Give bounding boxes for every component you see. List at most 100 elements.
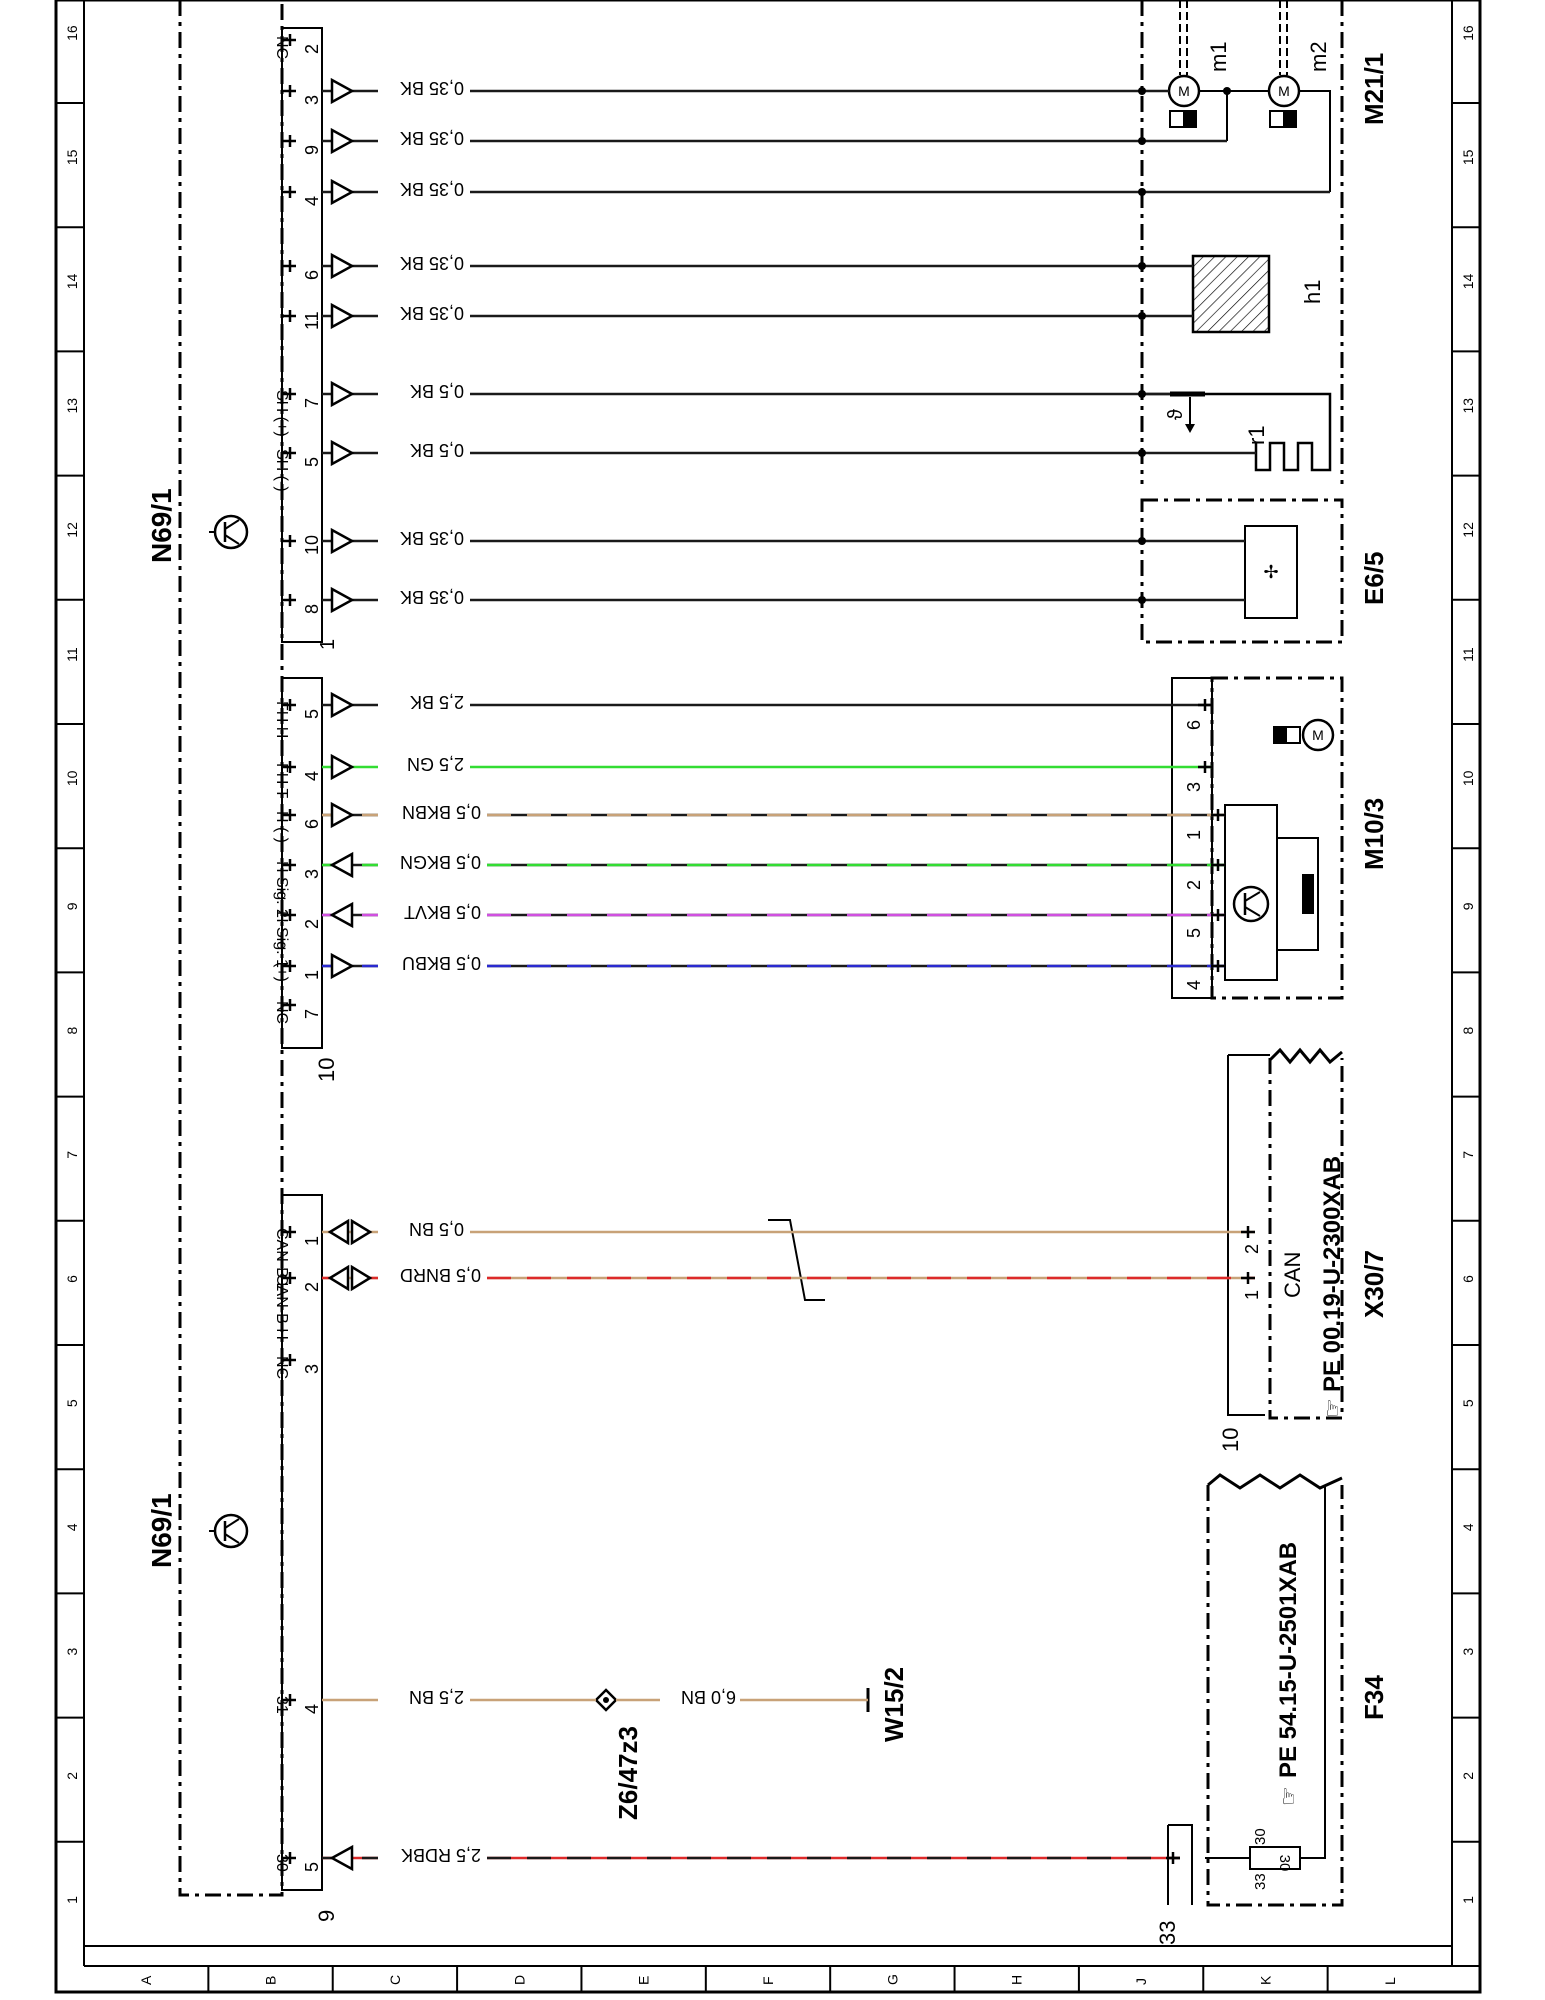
- column-label-right: 16: [1460, 25, 1476, 41]
- pin-number: 1: [302, 1236, 322, 1246]
- column-label-right: 10: [1460, 770, 1476, 786]
- wire-label: 0,35 BK: [400, 587, 464, 607]
- column-label-right: 4: [1460, 1523, 1476, 1531]
- connector-block-top: [281, 27, 323, 643]
- wire-arrow-icon: [329, 1844, 354, 1872]
- column-label-left: 4: [64, 1523, 80, 1531]
- wire-arrow-icon: [330, 527, 355, 555]
- m10-coil: [1302, 874, 1314, 914]
- pin-signal: NC: [273, 1356, 290, 1379]
- component-label-m2: m2: [1306, 41, 1331, 72]
- motor-icon-m1: M: [1167, 74, 1201, 108]
- component-label-f34: F34: [1359, 1675, 1389, 1720]
- pin-number: 4: [302, 771, 322, 781]
- m10-pin-4: 4: [1184, 980, 1204, 990]
- wire-junction: [1138, 596, 1146, 604]
- pin-number: 4: [302, 196, 322, 206]
- x30-can-label: CAN: [1280, 1252, 1305, 1298]
- lamp-icon: ✢: [1263, 562, 1278, 582]
- e6-outline: [1140, 498, 1344, 644]
- wire-label: 0,35 BK: [400, 303, 464, 323]
- pointer-icon-f34: ☞: [1276, 1786, 1301, 1806]
- motor-icon-m2: M: [1267, 74, 1301, 108]
- pin-number: 11: [302, 311, 322, 330]
- column-label-left: 11: [64, 647, 80, 662]
- column-label-left: 2: [64, 1772, 80, 1780]
- column-label-right: 3: [1460, 1648, 1476, 1656]
- column-label-left: 10: [64, 770, 80, 786]
- column-label-right: 2: [1460, 1772, 1476, 1780]
- wire-label: 0,5 BK: [410, 381, 464, 401]
- pin-signal: 31: [273, 1696, 290, 1714]
- r1-arrow-head: [1185, 424, 1195, 433]
- wire-arrow-icon: [330, 127, 355, 155]
- pin-number: 7: [302, 398, 322, 408]
- connector-block-mid: [281, 677, 323, 1049]
- wire-arrow-icon: [330, 586, 355, 614]
- pin-number: 5: [302, 1862, 322, 1872]
- column-label-right: 15: [1460, 149, 1476, 165]
- row-label: B: [263, 1976, 279, 1985]
- component-label-n69-bottom: N69/1: [146, 1493, 177, 1568]
- row-label: A: [138, 1975, 154, 1985]
- wire-junction: [1138, 188, 1146, 196]
- row-label: E: [636, 1976, 652, 1985]
- wire-arrow-icon: [350, 1218, 373, 1246]
- column-label-left: 7: [64, 1151, 80, 1159]
- transistor-icon-m10: [1232, 885, 1270, 923]
- pin-number: 8: [302, 604, 322, 614]
- wire-label: 0,35 BK: [400, 179, 464, 199]
- m10-outline: [1210, 676, 1344, 1000]
- pin-signal: SH (+): [273, 390, 290, 437]
- f34-fuse-wire: [1205, 1485, 1326, 1859]
- pin-number: 10: [302, 535, 322, 555]
- wire-label: 0,5 BNRD: [400, 1265, 481, 1285]
- m10-pin-5: 5: [1184, 928, 1204, 938]
- wire-arrow-icon: [330, 178, 355, 206]
- f34-pin-33: 33: [1252, 1873, 1269, 1890]
- wire-label: 0,5 BKBN: [402, 802, 481, 822]
- m10-pin-1: 1: [1184, 830, 1204, 840]
- pin-number: 3: [302, 1364, 322, 1374]
- m21-junction: [1223, 87, 1231, 95]
- row-label: L: [1382, 1977, 1398, 1985]
- f34-connector: [1168, 1824, 1193, 1905]
- component-label-n69-top: N69/1: [146, 488, 177, 563]
- svg-text:M: M: [1312, 727, 1324, 743]
- x30-pin-1: 1: [1242, 1290, 1262, 1300]
- pin-number: 4: [302, 1704, 322, 1714]
- column-label-left: 14: [64, 274, 80, 290]
- pin-number: 2: [302, 44, 322, 54]
- column-label-right: 5: [1460, 1399, 1476, 1407]
- connector-block-bottom: [281, 1194, 323, 1891]
- component-label-m21: M21/1: [1359, 53, 1389, 125]
- wire-arrow-icon: [327, 1218, 350, 1246]
- column-label-right: 11: [1460, 647, 1476, 662]
- f34-outline: [1206, 1485, 1344, 1907]
- wire-junction: [1138, 390, 1146, 398]
- m21-switch-fill-2: [1283, 111, 1296, 127]
- m10-coil-wire: [1277, 837, 1319, 951]
- column-label-right: 6: [1460, 1275, 1476, 1283]
- column-label-right: 13: [1460, 398, 1476, 414]
- theta-symbol: ϑ: [1165, 409, 1187, 420]
- wires-layer: [282, 34, 1330, 1872]
- column-label-left: 13: [64, 398, 80, 414]
- f34-fuse-label: 30: [1276, 1855, 1293, 1872]
- wire-arrow-icon: [330, 753, 355, 781]
- wire-arrow-icon: [330, 801, 355, 829]
- svg-text:M: M: [1178, 83, 1190, 99]
- m10-pin-3: 3: [1184, 782, 1204, 792]
- wire-label: 0,35 BK: [400, 78, 464, 98]
- wire-label: 0,35 BK: [400, 528, 464, 548]
- column-label-right: 14: [1460, 274, 1476, 290]
- motor-icon-m10: M: [1301, 718, 1335, 752]
- column-label-left: 16: [64, 25, 80, 41]
- m10-module-box: [1224, 804, 1278, 981]
- pin-signal: FH T: [273, 763, 290, 798]
- wire-label: 0,5 BN: [409, 1219, 464, 1239]
- pin-number: 5: [302, 709, 322, 719]
- x30-connector: [1227, 1055, 1265, 1416]
- pin-number: 6: [302, 270, 322, 280]
